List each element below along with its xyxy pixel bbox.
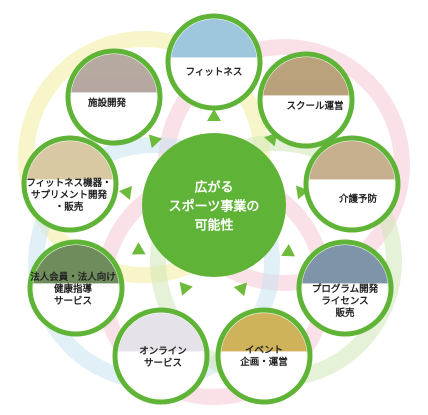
center-circle (142, 133, 286, 277)
node-label-event: イベント企画・運営 (240, 345, 288, 369)
node-label-facility: 施設開発 (88, 98, 126, 110)
node-equipment (21, 135, 119, 233)
arrow-icon (281, 244, 296, 257)
node-label-line: スクール運営 (286, 101, 344, 112)
arrow-icon (131, 242, 146, 255)
center-title-line: 広がる (194, 180, 234, 196)
node-event (215, 307, 313, 405)
arrow-icon (179, 281, 193, 296)
node-label-line: 介護予防 (338, 194, 378, 205)
node-label-line: 法人会員・法人向け (30, 272, 116, 283)
node-label-program: プログラム開発ライセンス販売 (312, 284, 378, 320)
arrow-icon (233, 282, 248, 297)
node-label-line: プログラム開発 (311, 284, 379, 295)
node-care (303, 135, 401, 233)
center-title-line: スポーツ事業の (168, 199, 260, 215)
node-fitness (165, 13, 263, 111)
node-label-fitness: フィットネス (186, 67, 243, 79)
node-label-corporate: 法人会員・法人向け健康指導サービス (30, 272, 116, 308)
node-school (257, 51, 355, 149)
node-label-online: オンラインサービス (139, 346, 187, 370)
node-label-line: イベント (244, 345, 284, 356)
node-label-line: サプリメント開発 (30, 190, 107, 201)
arrow-icon (148, 134, 163, 149)
node-program (296, 239, 394, 337)
node-label-line: フィットネス機器・ (26, 178, 112, 189)
node-label-line: サービス (143, 358, 183, 369)
node-label-line: ライセンス (321, 296, 369, 307)
node-label-line: 健康指導 (53, 284, 93, 295)
node-label-line: ・販売 (54, 202, 84, 213)
node-label-school: スクール運営 (286, 101, 343, 113)
arrow-icon (119, 185, 132, 200)
node-label-line: 販売 (335, 308, 355, 319)
node-label-line: オンライン (139, 346, 187, 357)
node-label-line: 施設開発 (87, 98, 127, 109)
center-title: 広がるスポーツ事業の可能性 (169, 179, 260, 236)
node-label-line: サービス (53, 296, 93, 307)
node-label-line: フィットネス (185, 67, 243, 78)
center-title-line: 可能性 (194, 218, 234, 234)
node-corporate (27, 239, 125, 337)
node-label-care: 介護予防 (339, 194, 377, 206)
node-label-line: 企画・運営 (240, 357, 288, 368)
node-facility (65, 48, 163, 146)
node-online (112, 307, 210, 405)
node-label-equipment: フィットネス機器・サプリメント開発・販売 (26, 178, 111, 214)
arrow-icon (295, 185, 309, 200)
arrow-icon (207, 109, 221, 121)
